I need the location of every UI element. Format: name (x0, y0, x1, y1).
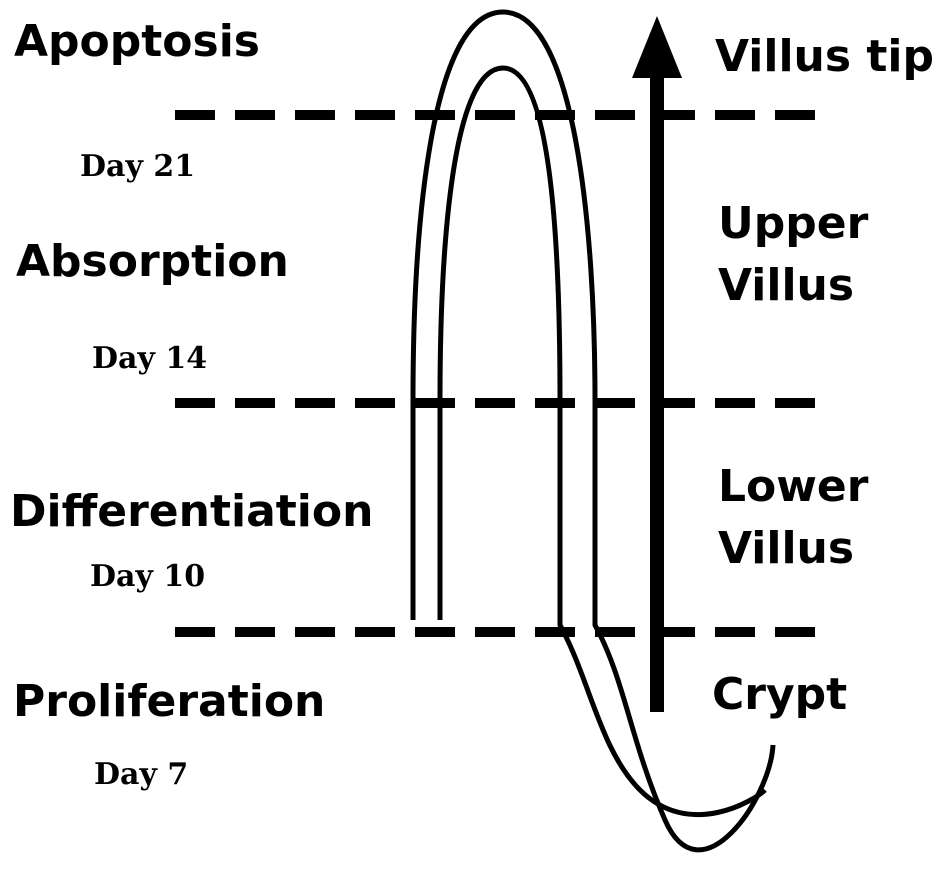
stage-label-absorption: Absorption (16, 240, 289, 284)
zone-label-upper-villus: Upper Villus (718, 193, 868, 318)
day-label-7: Day 7 (94, 760, 188, 790)
day-label-10: Day 10 (90, 562, 205, 592)
zone-label-lower-villus: Lower Villus (718, 456, 868, 581)
zone-label-villus-tip: Villus tip (715, 26, 934, 88)
stage-label-differentiation: Differentiation (10, 490, 373, 534)
migration-arrow-head (632, 16, 682, 78)
day-label-21: Day 21 (80, 152, 195, 182)
stage-label-apoptosis: Apoptosis (14, 20, 260, 64)
zone-label-crypt: Crypt (712, 664, 847, 726)
stage-label-proliferation: Proliferation (13, 680, 325, 724)
day-label-14: Day 14 (92, 344, 207, 374)
